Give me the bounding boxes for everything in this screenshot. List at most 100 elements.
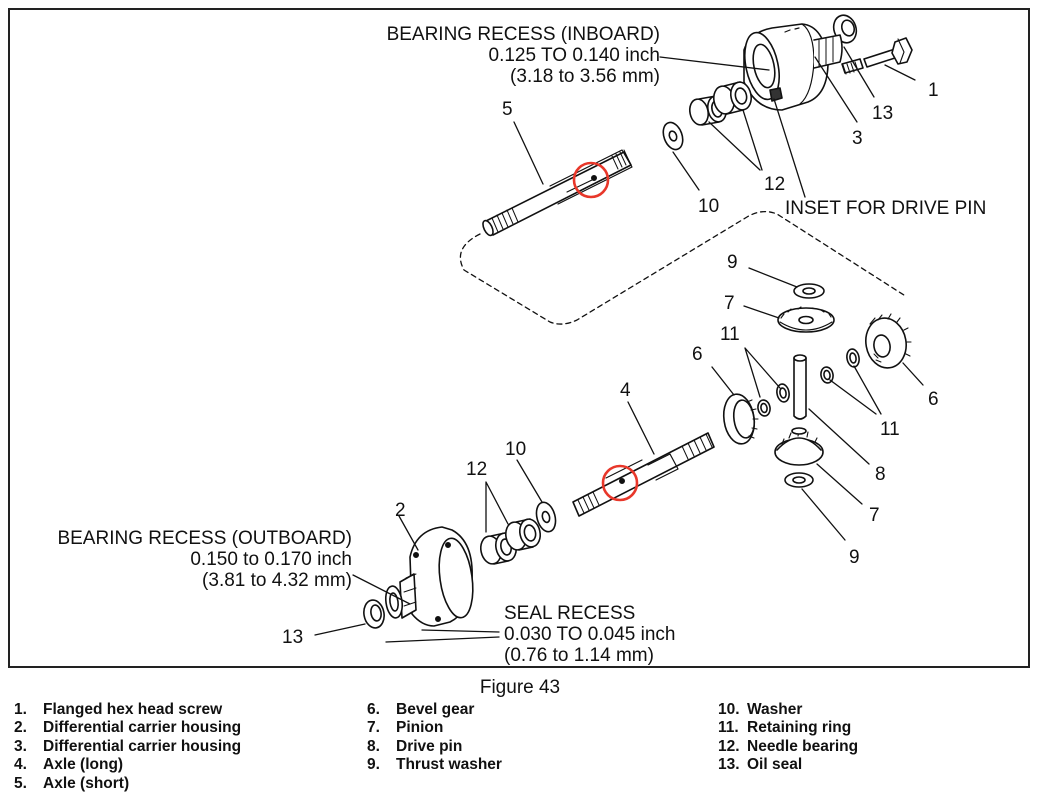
seal-recess-mm: (0.76 to 1.14 mm) <box>504 645 654 666</box>
part-number-1: 1 <box>928 80 939 101</box>
thrust-washer-bottom <box>784 472 814 488</box>
part-number-7-bottom: 7 <box>869 505 880 526</box>
legend-text: Pinion <box>396 719 444 737</box>
legend-item: 11. Retaining ring <box>718 719 858 737</box>
bearing-outboard-mm: (3.81 to 4.32 mm) <box>202 570 352 591</box>
retaining-ring-right <box>820 348 860 384</box>
legend-column-3: 10. Washer 11. Retaining ring 12. Needle be… <box>718 701 858 775</box>
seal-recess-title: SEAL RECESS <box>504 603 636 624</box>
pinion-bottom <box>774 427 824 466</box>
bearing-inboard-mm: (3.18 to 3.56 mm) <box>510 66 660 87</box>
legend-item: 4. Axle (long) <box>14 756 241 774</box>
legend-number: 1. <box>14 701 27 718</box>
legend-text: Needle bearing <box>747 737 859 755</box>
legend-text: Axle (short) <box>43 774 130 792</box>
bevel-gear-left <box>722 393 759 445</box>
flanged-hex-head-screw <box>841 37 913 75</box>
leader-lines <box>314 46 924 643</box>
thrust-washer-top <box>793 283 825 299</box>
legend-number: 12. <box>718 737 740 755</box>
differential-carrier-housing-bottom <box>384 526 474 627</box>
legend-column-2: 6. Bevel gear 7. Pinion 8. Drive pin 9. Thru… <box>367 701 502 775</box>
legend-text: Differential carrier housing <box>43 737 242 755</box>
legend-item: 3. Differential carrier housing <box>14 738 241 756</box>
needle-bearing-top <box>688 81 753 126</box>
part-number-7-top: 7 <box>724 293 735 314</box>
part-number-9-top: 9 <box>727 252 738 273</box>
dashed-group-outline <box>459 210 908 325</box>
legend-text: Washer <box>747 701 803 718</box>
legend-number: 8. <box>367 737 380 755</box>
part-number-8: 8 <box>875 464 886 485</box>
part-number-13-top: 13 <box>872 103 894 124</box>
legend-item: 12. Needle bearing <box>718 738 858 756</box>
seal-recess-callout: SEAL RECESS 0.030 TO 0.045 inch (0.76 to… <box>504 603 675 666</box>
exploded-view-drawing <box>314 14 924 643</box>
drive-pin-hole-highlight-top <box>572 161 610 199</box>
legend-item: 2. Differential carrier housing <box>14 719 241 737</box>
legend-text: Axle (long) <box>43 756 124 774</box>
washer-bottom <box>535 501 557 533</box>
part-number-6-right: 6 <box>928 389 939 410</box>
part-number-12-top: 12 <box>764 174 786 195</box>
legend-item: 7. Pinion <box>367 719 502 737</box>
needle-bearing-bottom <box>479 518 542 565</box>
legend-number: 3. <box>14 737 27 755</box>
legend-text: Retaining ring <box>747 719 852 737</box>
drive-pin-inset-callout: INSET FOR DRIVE PIN <box>785 198 987 219</box>
oil-seal-bottom <box>363 599 385 629</box>
legend-number: 7. <box>367 719 380 737</box>
bearing-outboard-callout: BEARING RECESS (OUTBOARD) 0.150 to 0.170… <box>30 528 352 591</box>
figure-caption: Figure 43 <box>479 677 561 698</box>
legend-text: Differential carrier housing <box>43 719 242 737</box>
part-number-10-bottom: 10 <box>505 439 527 460</box>
bevel-gear-right <box>865 313 912 369</box>
legend-item: 8. Drive pin <box>367 738 502 756</box>
legend-number: 13. <box>718 756 740 774</box>
legend-number: 10. <box>718 701 740 718</box>
legend-item: 10. Washer <box>718 701 858 719</box>
part-number-12-bottom: 12 <box>466 459 488 480</box>
legend-text: Thrust washer <box>396 756 502 774</box>
part-number-5: 5 <box>502 99 513 120</box>
legend-number: 9. <box>367 756 380 774</box>
bearing-inboard-inch: 0.125 TO 0.140 inch <box>488 45 660 66</box>
drive-pin-hole-highlight-bottom <box>601 464 639 502</box>
part-number-11-bottom: 11 <box>880 419 900 440</box>
legend-number: 11. <box>718 719 739 737</box>
part-number-3: 3 <box>852 128 863 149</box>
part-number-4: 4 <box>620 380 631 401</box>
legend-number: 5. <box>14 774 27 792</box>
legend-item: 1. Flanged hex head screw <box>14 701 241 719</box>
legend-item: 9. Thrust washer <box>367 756 502 774</box>
part-number-11-top: 11 <box>720 324 740 345</box>
retaining-ring-left <box>757 383 790 417</box>
legend-text: Bevel gear <box>396 701 475 718</box>
part-number-2: 2 <box>395 500 406 521</box>
part-number-9-bottom: 9 <box>849 547 860 568</box>
bearing-inboard-callout: BEARING RECESS (INBOARD) 0.125 TO 0.140 … <box>362 24 660 87</box>
legend-text: Oil seal <box>747 756 803 774</box>
legend-column-1: 1. Flanged hex head screw 2. Differential … <box>14 701 241 793</box>
legend-item: 6. Bevel gear <box>367 701 502 719</box>
legend-number: 2. <box>14 719 27 737</box>
legend-text: Flanged hex head screw <box>43 701 223 718</box>
legend-text: Drive pin <box>396 737 463 755</box>
axle-long <box>572 432 715 517</box>
pinion-top <box>777 306 835 333</box>
legend-item: 5. Axle (short) <box>14 775 241 793</box>
part-number-13-bottom: 13 <box>282 627 304 648</box>
washer-top <box>662 121 684 151</box>
legend-item: 13. Oil seal <box>718 756 858 774</box>
seal-recess-inch: 0.030 TO 0.045 inch <box>504 624 676 645</box>
axle-short <box>482 149 633 237</box>
bearing-outboard-title: BEARING RECESS (OUTBOARD) <box>57 528 352 549</box>
bearing-outboard-inch: 0.150 to 0.170 inch <box>190 549 352 570</box>
differential-carrier-housing-top <box>743 23 843 111</box>
part-number-10-top: 10 <box>698 196 720 217</box>
legend-number: 4. <box>14 756 27 774</box>
drive-pin <box>793 354 807 420</box>
legend-number: 6. <box>367 701 380 718</box>
bearing-inboard-title: BEARING RECESS (INBOARD) <box>386 24 660 45</box>
diagram-frame: BEARING RECESS (INBOARD) 0.125 TO 0.140 … <box>8 8 1030 668</box>
